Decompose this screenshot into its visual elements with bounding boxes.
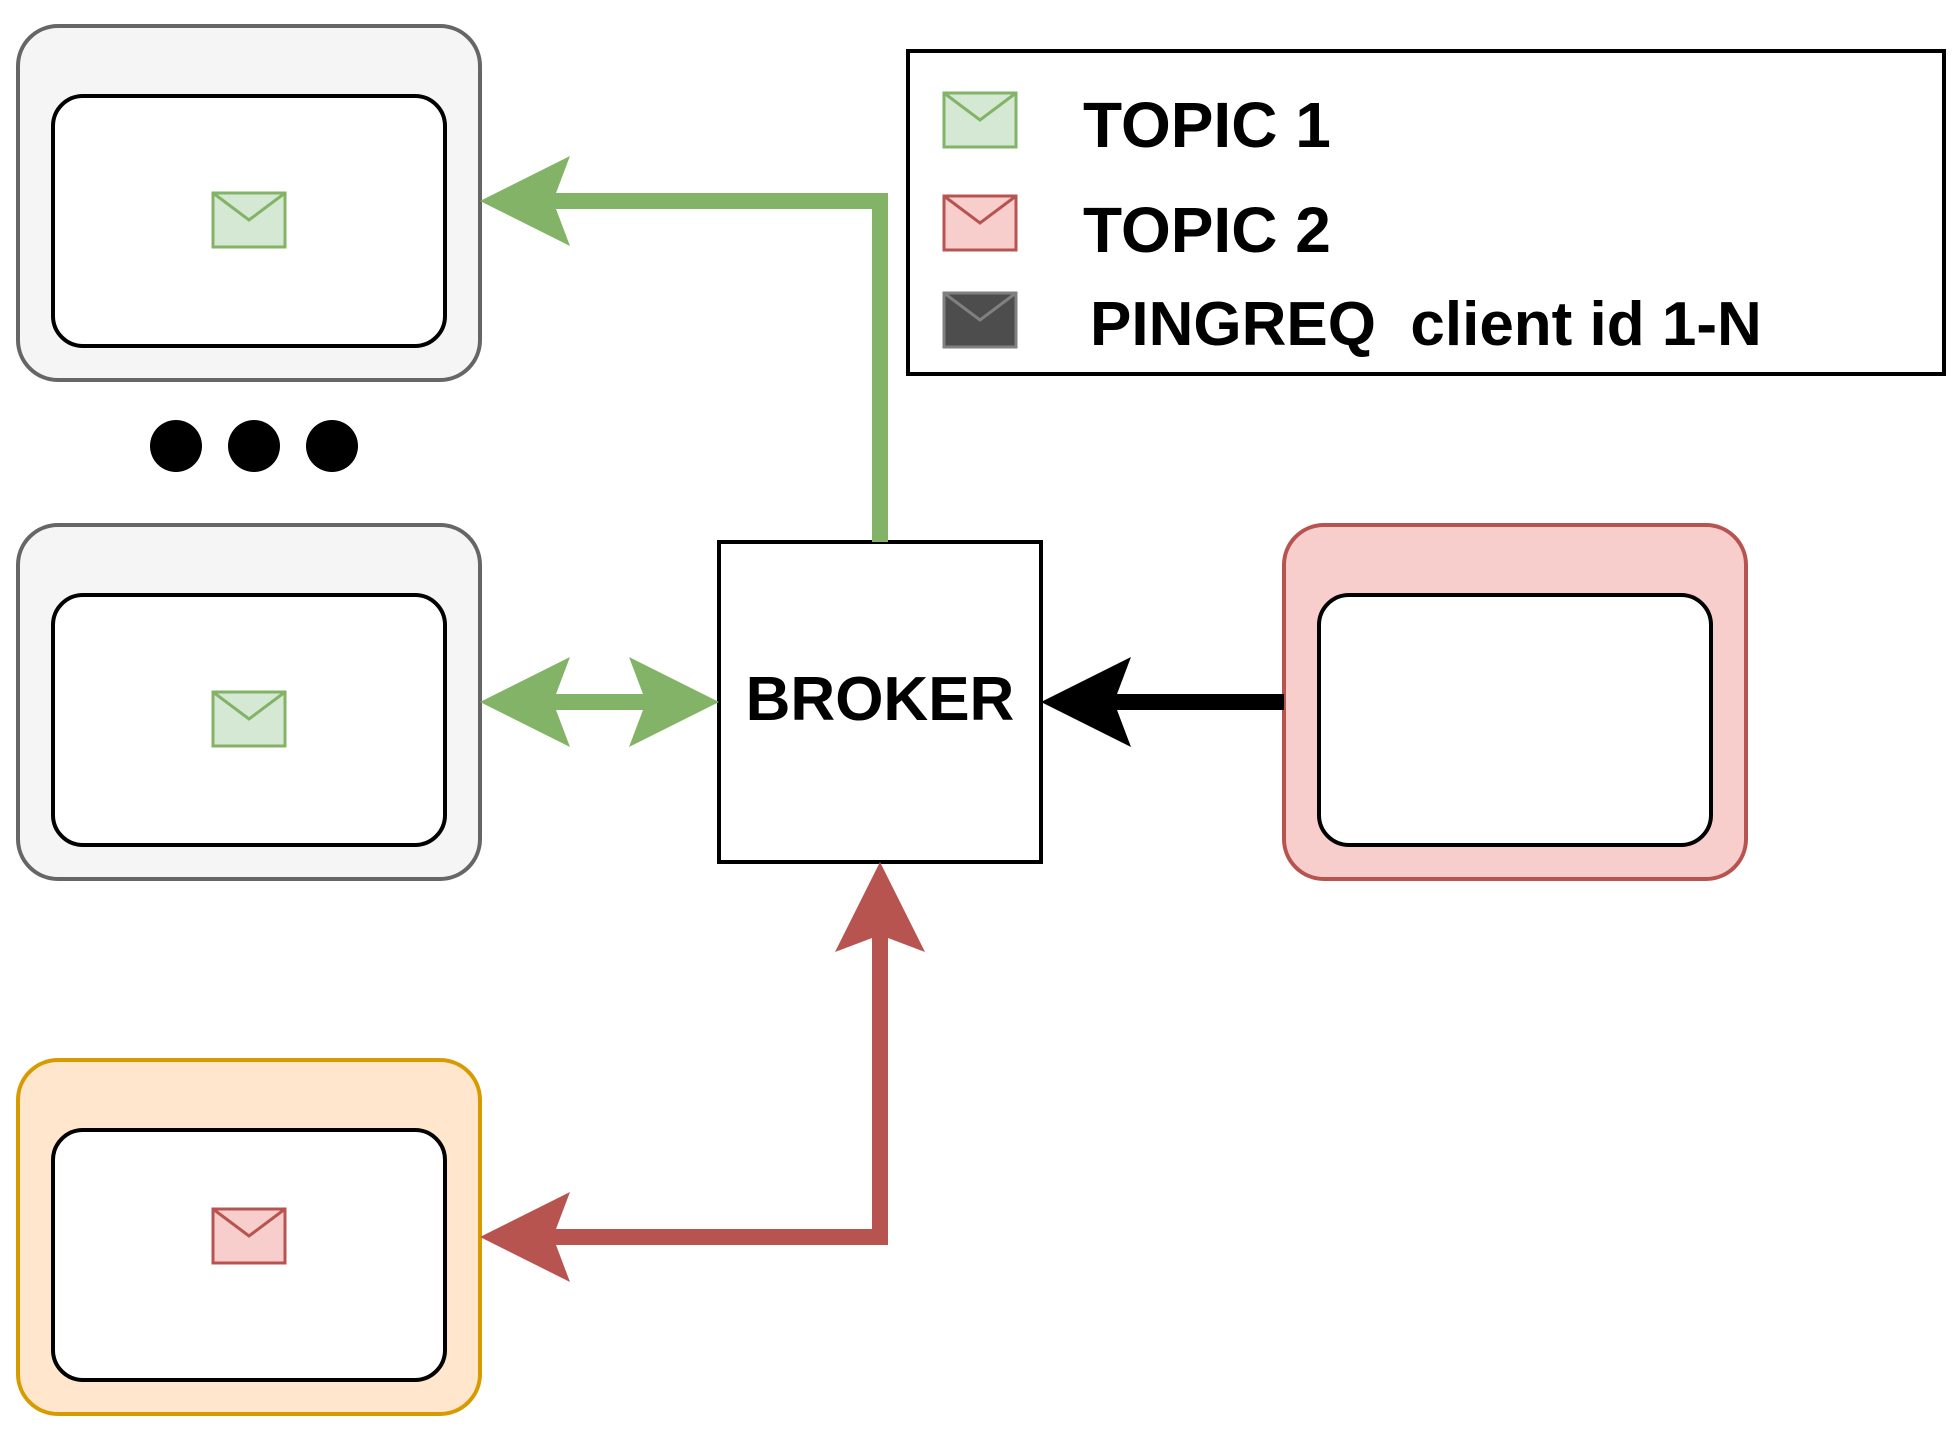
legend-item-topic-2: TOPIC 2 <box>942 194 1331 266</box>
client-right-screen <box>1317 593 1713 847</box>
arrowhead <box>480 156 570 246</box>
client-top <box>16 24 482 382</box>
arrowhead-up <box>835 862 925 952</box>
client-middle <box>16 523 482 881</box>
broker: BROKER <box>717 540 1043 864</box>
legend-label: PINGREQ client id 1-N <box>1090 290 1762 359</box>
envelope-green-icon <box>211 191 287 249</box>
pingreq-arrow <box>1041 657 1284 747</box>
arrowhead-left <box>480 657 570 747</box>
envelope-dark-icon <box>942 291 1018 349</box>
arrowhead-right <box>629 657 719 747</box>
legend-item-topic-1: TOPIC 1 <box>942 89 1331 161</box>
arrowhead-left <box>480 1192 570 1282</box>
dot <box>228 420 280 472</box>
envelope-green-icon <box>942 91 1018 149</box>
dot <box>306 420 358 472</box>
more-clients-ellipsis <box>150 420 358 472</box>
envelope-red-icon <box>942 194 1018 252</box>
legend-item-pingreq: PINGREQ client id 1-N <box>942 290 1762 359</box>
legend: TOPIC 1 TOPIC 2 PINGREQ client id 1-N <box>906 49 1946 376</box>
topic1-arrow-to-top-client <box>480 156 888 542</box>
topic1-bidirectional-arrow <box>480 657 719 747</box>
broker-label: BROKER <box>746 665 1015 734</box>
topic2-arrow-to-bottom-client <box>480 862 925 1282</box>
arrowhead <box>1041 657 1131 747</box>
legend-label: TOPIC 2 <box>1083 194 1331 266</box>
envelope-green-icon <box>211 690 287 748</box>
client-bottom <box>16 1058 482 1416</box>
dot <box>150 420 202 472</box>
client-right <box>1282 523 1748 881</box>
legend-box <box>906 49 1946 376</box>
legend-label: TOPIC 1 <box>1083 89 1331 161</box>
envelope-red-icon <box>211 1207 287 1265</box>
